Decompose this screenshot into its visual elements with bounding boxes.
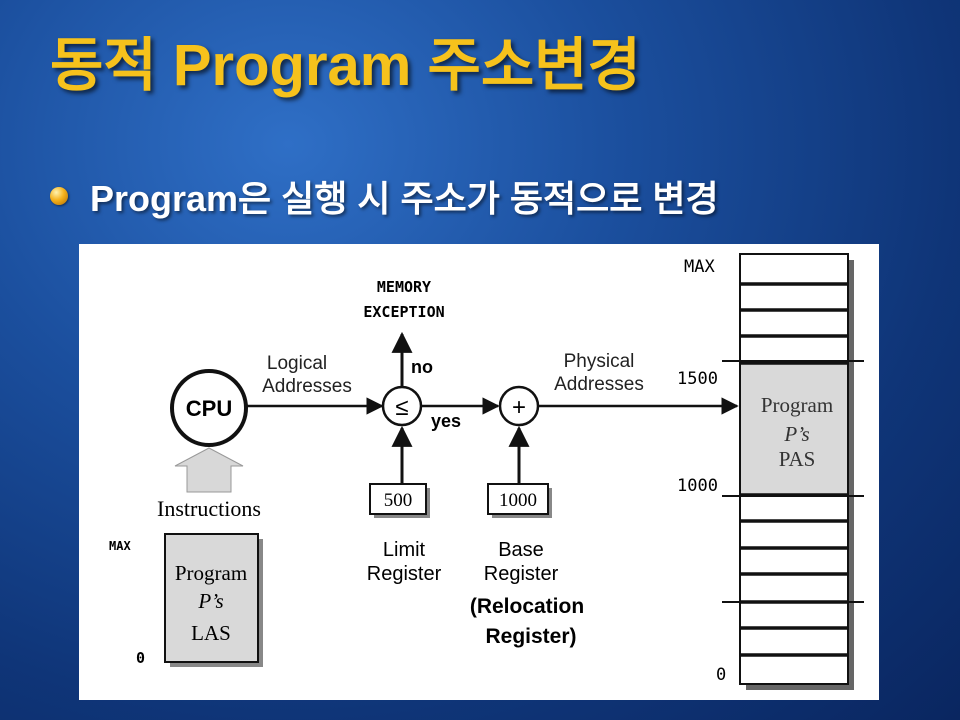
pas-program-region xyxy=(741,363,847,495)
no-label: no xyxy=(411,357,433,377)
relocation-label-2: Register) xyxy=(485,625,576,648)
base-register-box xyxy=(487,483,549,515)
limit-register-value: 500 xyxy=(384,490,413,511)
instructions-arrow xyxy=(174,447,244,493)
physical-label-2: Addresses xyxy=(554,374,644,395)
logical-label-2: Addresses xyxy=(262,376,352,397)
pas-zero: 0 xyxy=(716,665,726,685)
pas-text-2: P’s xyxy=(783,422,809,446)
las-zero: 0 xyxy=(136,649,145,667)
bullet-icon xyxy=(50,187,68,205)
memory-exception-2: EXCEPTION xyxy=(363,303,444,321)
physical-label-1: Physical xyxy=(564,351,635,372)
pas-1000: 1000 xyxy=(677,476,718,496)
relocation-label-1: (Relocation xyxy=(470,595,584,618)
relocation-diagram: CPU Logical Addresses ≤ MEMORY EXCEPTION… xyxy=(79,244,879,700)
cpu-label: CPU xyxy=(186,396,232,421)
slide-title: 동적 Program 주소변경 xyxy=(50,33,641,98)
yes-label: yes xyxy=(431,411,461,431)
adder-symbol: + xyxy=(512,394,526,421)
pas-1500: 1500 xyxy=(677,369,718,389)
las-text-3: LAS xyxy=(191,621,231,645)
limit-register-box xyxy=(369,483,427,515)
pas-text-1: Program xyxy=(761,393,833,417)
base-label-2: Register xyxy=(484,563,559,585)
las-box xyxy=(164,533,259,663)
memory-exception-1: MEMORY xyxy=(377,278,431,296)
pas-text-3: PAS xyxy=(779,447,816,471)
instructions-label: Instructions xyxy=(157,496,261,521)
base-label-1: Base xyxy=(498,539,544,561)
compare-symbol: ≤ xyxy=(395,394,408,421)
las-max: MAX xyxy=(109,539,131,553)
base-register-value: 1000 xyxy=(499,490,537,511)
logical-label-1: Logical xyxy=(267,353,327,374)
cpu-circle xyxy=(170,369,248,447)
las-text-2: P’s xyxy=(197,589,223,613)
bullet-text: Program은 실행 시 주소가 동적으로 변경 xyxy=(90,178,719,219)
limit-label-2: Register xyxy=(367,563,442,585)
pas-max: MAX xyxy=(684,257,715,277)
las-text-1: Program xyxy=(175,561,247,585)
bullet-item: Program은 실행 시 주소가 동적으로 변경 xyxy=(50,170,719,222)
limit-label-1: Limit xyxy=(383,539,426,561)
